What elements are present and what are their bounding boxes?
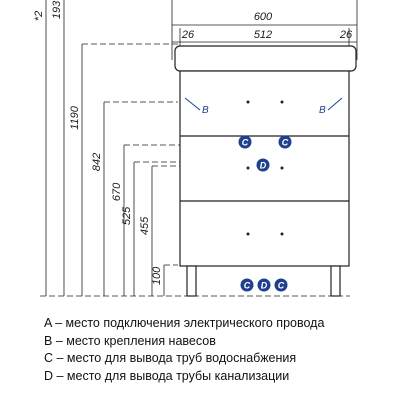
leg-right <box>330 265 341 297</box>
legend: A – место подключения электрического про… <box>44 315 404 385</box>
dim-width-total: 600 <box>254 11 273 23</box>
legend-key: A <box>44 316 52 330</box>
dim-height-1190: 1190 <box>69 105 81 130</box>
marker-bottom-c2: C <box>278 281 285 291</box>
dim-height-670: 670 <box>111 182 123 201</box>
marker-d-mid: D <box>260 161 267 171</box>
legend-key: B <box>44 333 53 348</box>
marker-b-right: B <box>319 105 326 116</box>
legend-text: – место подключения электрического прово… <box>51 316 325 330</box>
dim-width-left: 26 <box>181 29 195 41</box>
legend-row-c: C – место для вывода труб водоснабжения <box>44 350 404 368</box>
dim-width-inner: 512 <box>254 29 272 41</box>
legend-row-b: B – место крепления навесов <box>44 333 404 351</box>
dim-height-525: 525 <box>121 206 133 225</box>
legend-text: – место для вывода трубы канализации <box>53 368 290 383</box>
marker-bottom-c1: C <box>244 281 251 291</box>
marker-b-left: B <box>202 105 209 116</box>
countertop <box>174 45 357 72</box>
legend-row-a: A – место подключения электрического про… <box>44 315 404 333</box>
dim-height-193: 193 <box>51 0 63 19</box>
b-markers <box>184 97 343 111</box>
legend-key: D <box>44 368 54 383</box>
technical-drawing: 600 512 26 26 *2 193 1190 842 670 525 45… <box>33 0 358 297</box>
top-dimensions <box>171 0 358 60</box>
dim-height-842: 842 <box>91 153 103 171</box>
legend-text: – место для вывода труб водоснабжения <box>53 351 297 365</box>
leg-left <box>186 265 197 297</box>
marker-c-right: C <box>282 138 289 148</box>
dim-height-100: 100 <box>151 266 163 285</box>
marker-bottom-d: D <box>261 281 268 291</box>
marker-c-left: C <box>242 138 249 148</box>
dim-width-right: 26 <box>339 29 353 41</box>
legend-row-d: D – место для вывода трубы канализации <box>44 368 404 386</box>
legend-text: – место крепления навесов <box>52 333 216 348</box>
cd-markers <box>238 135 292 292</box>
dim-height-455: 455 <box>139 216 151 235</box>
hinge-dots <box>246 100 284 236</box>
legend-key: C <box>44 351 54 365</box>
dim-height-partial: *2 <box>33 11 45 21</box>
